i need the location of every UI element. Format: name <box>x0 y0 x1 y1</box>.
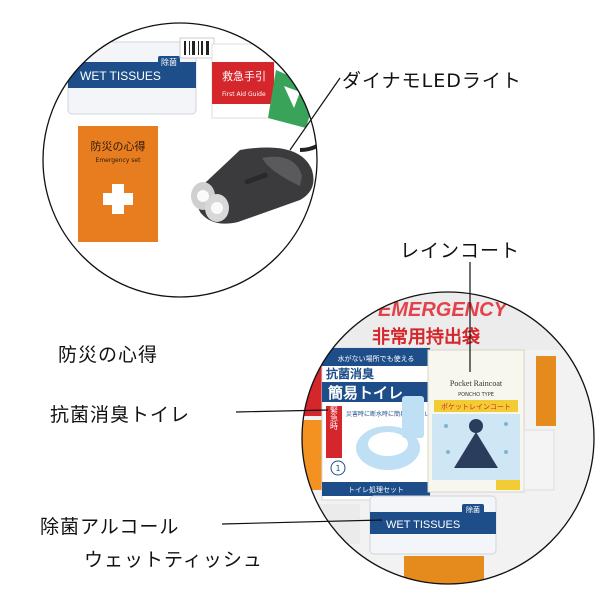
first-aid-sub: First Aid Guide <box>222 91 266 98</box>
first-aid-guide: 救急手引 First Aid Guide <box>211 43 275 119</box>
leader-toilet <box>235 409 329 413</box>
raincoat-package: Pocket Raincoat PONCHO TYPE ポケットレインコート <box>427 349 525 493</box>
bottom-orange-item <box>404 556 484 584</box>
toilet-top: 水がない場所でも使える <box>338 354 415 363</box>
raincoat-en1: Pocket Raincoat <box>450 379 503 388</box>
callout-wet-line2: ウェットティッシュ <box>84 549 263 571</box>
circle-1-outline <box>42 22 318 298</box>
guide-sub: Emergency set <box>96 157 142 164</box>
left-orange-item <box>302 420 324 490</box>
callout-wet-line1: 除菌アルコール <box>40 516 180 538</box>
leader-dynamo <box>289 77 341 151</box>
callout-dynamo-light: ダイナモLEDライト <box>342 70 522 92</box>
wet-tissue-label-bottom: WET TISSUES <box>386 519 460 531</box>
emergency-banner: EMERGENCY <box>378 299 509 321</box>
guide-title: 防災の心得 <box>91 139 146 153</box>
toilet-badge: 緊急時 <box>330 406 339 430</box>
toilet-icon <box>356 396 424 470</box>
callout-guide: 防災の心得 <box>58 344 159 366</box>
leader-lines <box>221 77 471 525</box>
callout-raincoat: レインコート <box>400 240 521 262</box>
first-aid-title: 救急手引 <box>222 69 266 83</box>
raincoat-en2: PONCHO TYPE <box>458 392 494 398</box>
toilet-count: 1 <box>335 464 340 473</box>
top-left-circle-photo: 除菌 WET TISSUES 救急手引 First Aid Guide 防災の心… <box>43 23 317 297</box>
toilet-name1: 抗菌消臭 <box>326 366 374 381</box>
circle-2-outline <box>301 291 595 585</box>
right-orange-item <box>536 356 556 426</box>
bottom-left-item <box>310 504 360 544</box>
raincoat-jp: ポケットレインコート <box>441 403 511 411</box>
toilet-set: トイレ処理セット <box>348 485 404 494</box>
callout-toilet: 抗菌消臭トイレ <box>50 404 191 426</box>
bag-title: 非常用持出袋 <box>372 326 481 348</box>
toilet-desc: 災害時に断水時に簡易型トイレに <box>346 410 436 418</box>
leader-wet <box>221 519 383 525</box>
emergency-guide-booklet: 防災の心得 Emergency set <box>78 126 158 242</box>
barcode <box>179 37 215 59</box>
wet-tissue-label-top: WET TISSUES <box>80 69 161 83</box>
wet-tissue-pack-bottom: 除菌 WET TISSUES <box>369 495 497 555</box>
toilet-name2: 簡易トイレ <box>328 384 403 402</box>
wet-badge-bottom: 除菌 <box>466 505 480 514</box>
raincoat-person-icon <box>454 419 498 468</box>
flashlight-icon <box>191 138 317 224</box>
wet-tissue-pack-top: 除菌 WET TISSUES <box>67 41 197 115</box>
wet-badge-top: 除菌 <box>161 57 177 67</box>
toilet-package: 水がない場所でも使える 抗菌消臭 簡易トイレ 緊急時 災害時に断水時に簡易型トイ… <box>321 347 436 501</box>
first-aid-cross-icon <box>103 184 133 214</box>
